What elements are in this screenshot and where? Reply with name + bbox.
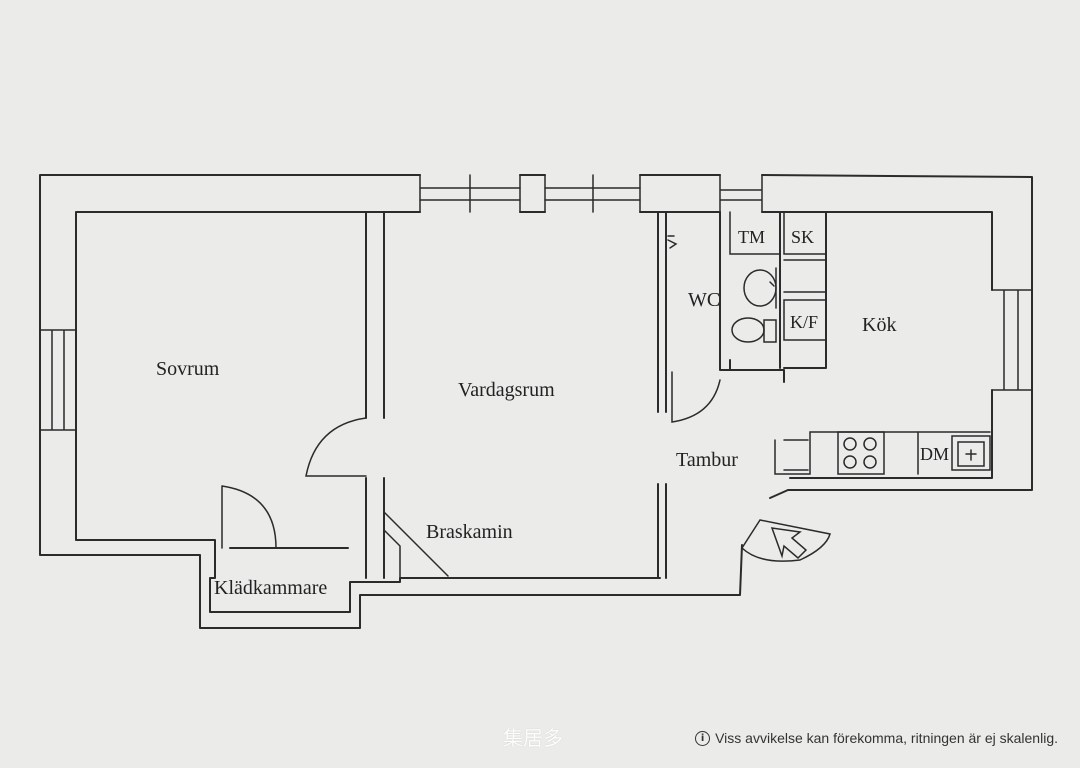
left-window <box>39 329 77 431</box>
right-window <box>991 289 1033 391</box>
disclaimer-text: Viss avvikelse kan förekomma, ritningen … <box>715 730 1058 746</box>
fixture-label-dm: DM <box>920 444 949 464</box>
kitchen-counter <box>774 431 991 475</box>
room-label-kok: Kök <box>862 314 896 336</box>
room-label-vardagsrum: Vardagsrum <box>458 379 555 401</box>
doors <box>221 371 831 562</box>
outer-wall <box>39 174 1033 629</box>
room-label-braskamin: Braskamin <box>426 521 513 543</box>
room-label-tambur: Tambur <box>676 449 738 471</box>
cabinet-boxes <box>729 211 827 341</box>
fixture-label-sk: SK <box>791 227 814 247</box>
fireplace-outline <box>383 511 449 579</box>
wc-fixtures <box>667 235 777 343</box>
room-label-kladkammare: Klädkammare <box>214 577 327 599</box>
entry-arrow-icon <box>770 527 808 560</box>
fixture-label-tm: TM <box>738 227 765 247</box>
watermark-logo: 集居多 <box>503 726 563 750</box>
disclaimer-note: i Viss avvikelse kan förekomma, ritninge… <box>695 730 1058 746</box>
room-label-sovrum: Sovrum <box>156 358 220 380</box>
top-windows <box>419 174 763 213</box>
info-icon: i <box>695 730 711 746</box>
fixture-label-kf: K/F <box>790 312 818 332</box>
partition-walls <box>365 211 827 579</box>
room-label-wc: WC <box>688 289 720 311</box>
inner-wall <box>75 211 993 613</box>
